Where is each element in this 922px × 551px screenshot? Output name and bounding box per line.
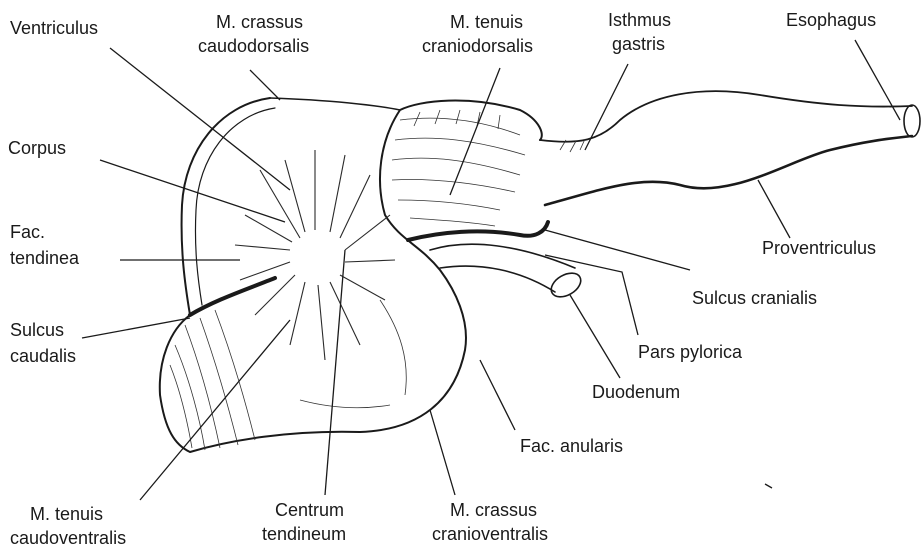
- leader-isthmus: [585, 64, 628, 150]
- label-sulcus-cranialis: Sulcus cranialis: [692, 288, 817, 308]
- label-fac-tendinea-1: Fac.: [10, 222, 45, 242]
- leader-esophagus: [855, 40, 900, 120]
- sulcus-caudalis-groove: [190, 278, 275, 315]
- label-proventriculus: Proventriculus: [762, 238, 876, 258]
- label-tenuis-craniodorsalis-2: craniodorsalis: [422, 36, 533, 56]
- label-fac-anularis: Fac. anularis: [520, 436, 623, 456]
- leader-lines: [82, 40, 900, 500]
- leader-crassus-caudodorsalis: [250, 70, 280, 100]
- leader-tenuis-craniodorsalis: [450, 68, 500, 195]
- leader-duodenum: [570, 295, 620, 378]
- label-isthmus-1: Isthmus: [608, 10, 671, 30]
- label-centrum-tendineum-2: tendineum: [262, 524, 346, 544]
- label-tenuis-craniodorsalis-1: M. tenuis: [450, 12, 523, 32]
- sulcus-cranialis-groove: [408, 222, 548, 240]
- leader-sulcus-caudalis: [82, 318, 190, 338]
- label-esophagus: Esophagus: [786, 10, 876, 30]
- stomach-drawing: [160, 91, 920, 452]
- ventriculus-outline: [160, 98, 542, 452]
- label-tenuis-caudoventralis-1: M. tenuis: [30, 504, 103, 524]
- tenuis-craniodorsalis-shading: [270, 98, 525, 226]
- label-crassus-cranioventralis-1: M. crassus: [450, 500, 537, 520]
- labels: Ventriculus M. crassus caudodorsalis M. …: [8, 10, 876, 548]
- label-ventriculus: Ventriculus: [10, 18, 98, 38]
- leader-pars-pylorica: [545, 255, 638, 335]
- label-isthmus-2: gastris: [612, 34, 665, 54]
- label-crassus-cranioventralis-2: cranioventralis: [432, 524, 548, 544]
- leader-ventriculus: [110, 48, 290, 190]
- leader-corpus: [100, 160, 285, 222]
- label-centrum-tendineum-1: Centrum: [275, 500, 344, 520]
- leader-centrum-tendineum: [325, 250, 345, 495]
- label-duodenum: Duodenum: [592, 382, 680, 402]
- tenuis-caudoventralis-shading: [170, 310, 255, 450]
- leader-proventriculus: [758, 180, 790, 238]
- label-crassus-caudodorsalis-2: caudodorsalis: [198, 36, 309, 56]
- proventriculus-drawing: [540, 91, 920, 205]
- leader-fac-anularis: [480, 360, 515, 430]
- label-pars-pylorica: Pars pylorica: [638, 342, 743, 362]
- label-sulcus-caudalis-2: caudalis: [10, 346, 76, 366]
- label-corpus: Corpus: [8, 138, 66, 158]
- leader-crassus-cranioventralis: [430, 410, 455, 495]
- label-tenuis-caudoventralis-2: caudoventralis: [10, 528, 126, 548]
- label-fac-tendinea-2: tendinea: [10, 248, 80, 268]
- label-sulcus-caudalis-1: Sulcus: [10, 320, 64, 340]
- label-crassus-caudodorsalis-1: M. crassus: [216, 12, 303, 32]
